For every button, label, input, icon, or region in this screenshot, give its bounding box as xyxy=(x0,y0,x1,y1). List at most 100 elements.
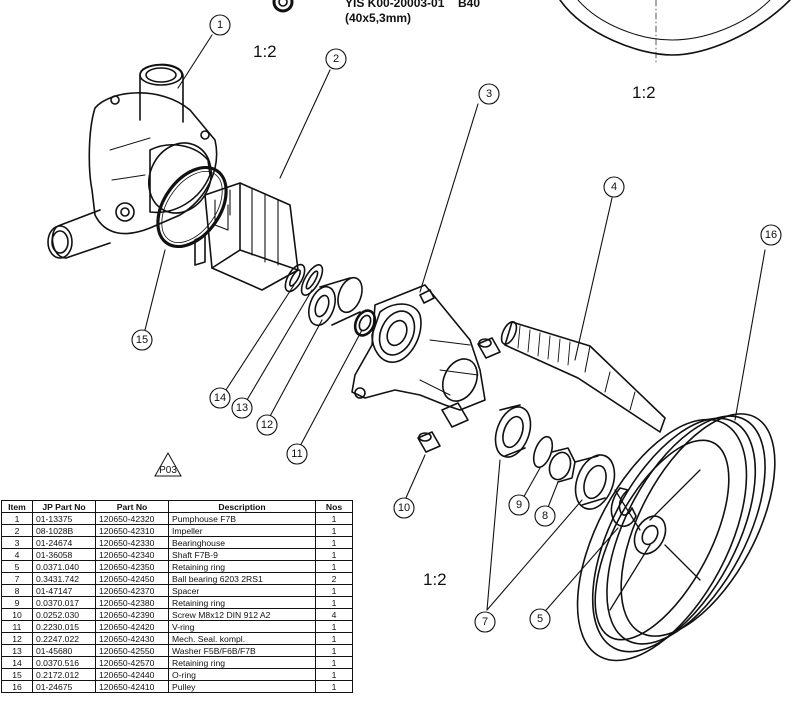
cell-item: 14 xyxy=(1,656,33,669)
callout-circle-2 xyxy=(325,48,347,70)
callout-number-11: 11 xyxy=(291,448,302,460)
part-impeller xyxy=(194,182,299,291)
header-nos: Nos xyxy=(315,500,353,513)
cell-description: Impeller xyxy=(168,524,316,537)
cell-item: 11 xyxy=(1,620,33,633)
topnote-dimension: (40x5,3mm) xyxy=(345,11,411,25)
cell-jp-part-no: 0.0370.516 xyxy=(32,656,96,669)
cell-nos: 1 xyxy=(315,656,353,669)
header-item: Item xyxy=(1,500,33,513)
callout-number-8: 8 xyxy=(542,510,548,522)
cell-nos: 1 xyxy=(315,512,353,525)
cell-nos: 1 xyxy=(315,560,353,573)
leader-lines xyxy=(144,34,766,618)
part-retaining-ring-9 xyxy=(532,435,554,469)
cell-jp-part-no: 01-47147 xyxy=(32,584,96,597)
callout-number-3: 3 xyxy=(486,88,492,100)
header-description: Description xyxy=(168,500,316,513)
cell-nos: 1 xyxy=(315,584,353,597)
part-retaining-ring-5 xyxy=(610,487,637,528)
cell-jp-part-no: 01-13375 xyxy=(32,512,96,525)
cell-description: O-ring xyxy=(168,668,316,681)
cell-jp-part-no: 0.2230.015 xyxy=(32,620,96,633)
cell-nos: 2 xyxy=(315,572,353,585)
cell-description: Mech. Seal. kompl. xyxy=(168,632,316,645)
part-screw-upper xyxy=(477,337,501,359)
cell-item: 1 xyxy=(1,512,33,525)
cell-part-no: 120650-42350 xyxy=(95,560,169,573)
topnote-part-code: YIS K00-20003-01 xyxy=(345,0,445,10)
part-bearinghouse xyxy=(351,284,486,428)
part-washer-13 xyxy=(300,264,324,296)
cell-part-no: 120650-42440 xyxy=(95,668,169,681)
callout-number-4: 4 xyxy=(611,181,617,193)
cell-description: Retaining ring xyxy=(168,596,316,609)
cell-jp-part-no: 08-1028B xyxy=(32,524,96,537)
cell-item: 12 xyxy=(1,632,33,645)
callout-circle-13 xyxy=(231,397,253,419)
cell-jp-part-no: 0.2172.012 xyxy=(32,668,96,681)
cell-description: Pumphouse F7B xyxy=(168,512,316,525)
callout-circle-4 xyxy=(603,176,625,198)
cell-part-no: 120650-42330 xyxy=(95,536,169,549)
part-pumphouse xyxy=(47,63,218,259)
callout-circle-14 xyxy=(209,387,231,409)
cell-description: Retaining ring xyxy=(168,656,316,669)
cell-item: 16 xyxy=(1,680,33,693)
reference-label: P03 xyxy=(159,465,177,476)
part-mech-seal xyxy=(308,276,363,327)
part-shaft xyxy=(500,321,666,433)
cell-description: Retaining ring xyxy=(168,560,316,573)
cell-nos: 1 xyxy=(315,668,353,681)
cell-part-no: 120650-42570 xyxy=(95,656,169,669)
cell-nos: 1 xyxy=(315,644,353,657)
cell-part-no: 120650-42310 xyxy=(95,524,169,537)
callout-number-2: 2 xyxy=(333,53,339,65)
callout-circle-8 xyxy=(534,505,556,527)
cell-description: Washer F5B/F6B/F7B xyxy=(168,644,316,657)
callout-number-1: 1 xyxy=(217,19,223,31)
cell-description: Ball bearing 6203 2RS1 xyxy=(168,572,316,585)
cell-jp-part-no: 01-24674 xyxy=(32,536,96,549)
cell-part-no: 120650-42320 xyxy=(95,512,169,525)
callout-circle-11 xyxy=(286,443,308,465)
scale-label-top-right: 1:2 xyxy=(632,83,656,102)
callout-circle-3 xyxy=(478,83,500,105)
cell-jp-part-no: 0.3431.742 xyxy=(32,572,96,585)
callout-number-5: 5 xyxy=(537,613,543,625)
cell-jp-part-no: 0.0370.017 xyxy=(32,596,96,609)
cell-item: 4 xyxy=(1,548,33,561)
pulley-detail-top xyxy=(559,0,791,66)
cell-part-no: 120650-42550 xyxy=(95,644,169,657)
reference-triangle: P03 xyxy=(154,451,182,477)
oring-detail-top xyxy=(272,0,294,13)
callout-number-14: 14 xyxy=(214,392,226,404)
header-part-no: Part No xyxy=(95,500,169,513)
part-spacer xyxy=(548,447,576,483)
cell-item: 15 xyxy=(1,668,33,681)
cell-nos: 1 xyxy=(315,548,353,561)
callout-circle-1 xyxy=(209,14,231,36)
callout-number-7: 7 xyxy=(482,616,488,628)
cell-part-no: 120650-42340 xyxy=(95,548,169,561)
cell-item: 7 xyxy=(1,572,33,585)
cell-nos: 1 xyxy=(315,596,353,609)
cell-jp-part-no: 01-45680 xyxy=(32,644,96,657)
cell-item: 10 xyxy=(1,608,33,621)
cell-part-no: 120650-42370 xyxy=(95,584,169,597)
cell-description: Pulley xyxy=(168,680,316,693)
cell-jp-part-no: 0.0252.030 xyxy=(32,608,96,621)
scale-label-middle: 1:2 xyxy=(423,570,447,589)
part-ball-bearing-2 xyxy=(574,454,616,510)
